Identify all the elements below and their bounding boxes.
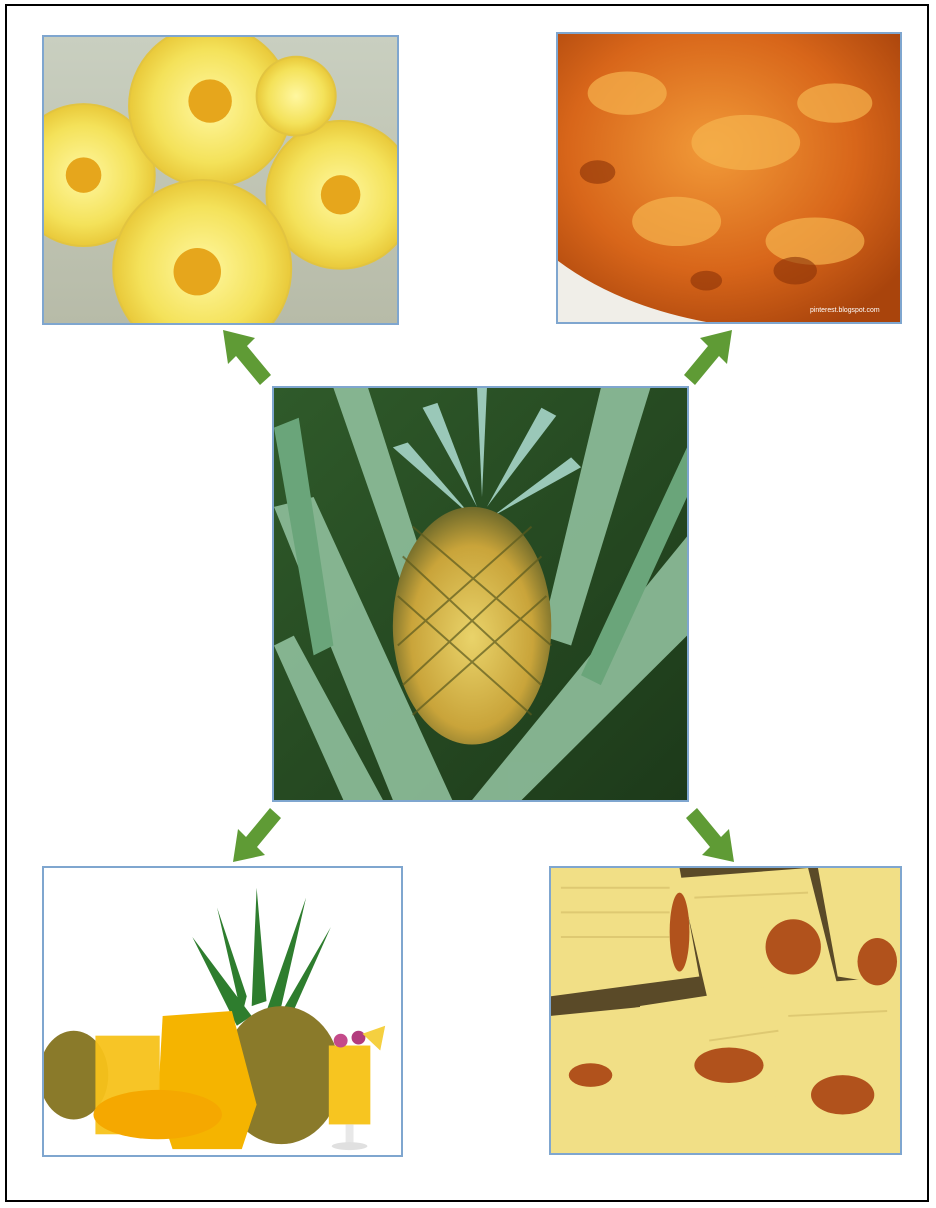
jam-watermark: pinterest.blogspot.com (810, 307, 880, 314)
pineapple-plant-photo (272, 386, 689, 802)
arrow-down-right-icon (682, 800, 742, 868)
pineapple-juice-photo (42, 866, 403, 1157)
arrow-up-right-icon (680, 325, 740, 390)
arrow-down-left-icon (225, 800, 285, 868)
pineapple-jam-photo: pinterest.blogspot.com (556, 32, 902, 324)
arrow-up-left-icon (215, 325, 275, 390)
pineapple-tarts-photo (549, 866, 902, 1155)
pineapple-rings-photo (42, 35, 399, 325)
